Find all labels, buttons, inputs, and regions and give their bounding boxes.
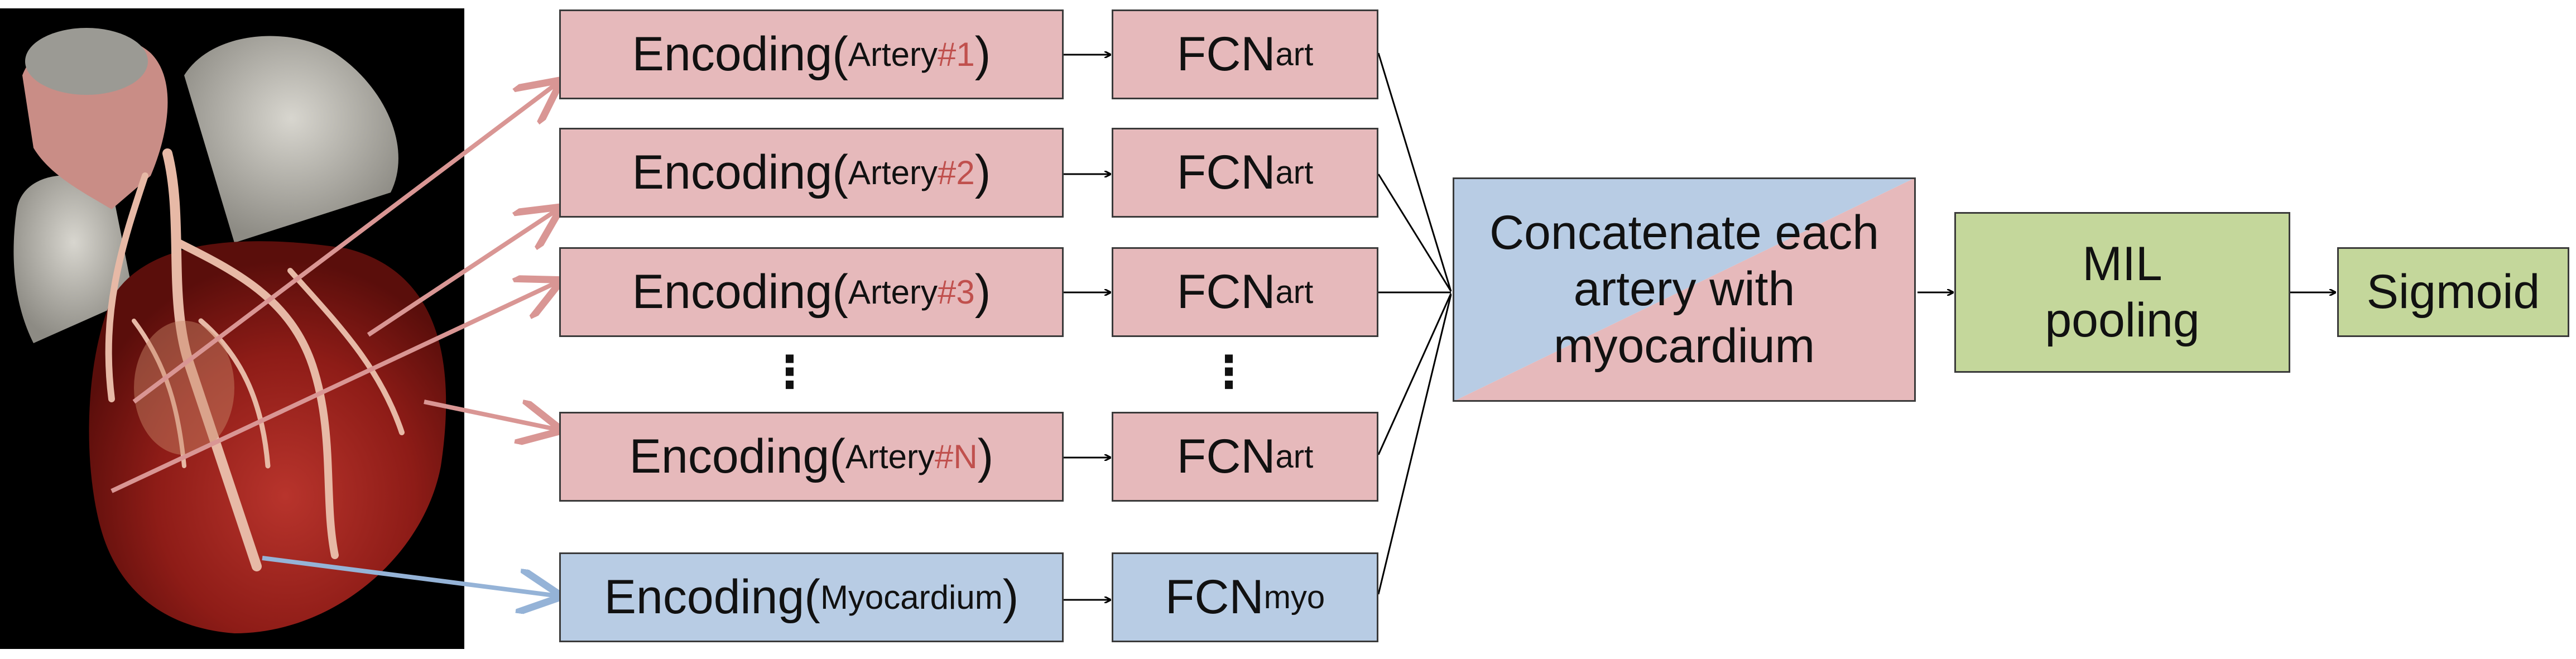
encoder-prefix: Encoding(: [629, 430, 845, 483]
encoder-ellipsis: ⋮: [767, 347, 812, 397]
fcn-base: FCN: [1176, 146, 1276, 199]
artery-index: #1: [937, 36, 975, 73]
sigmoid-label: Sigmoid: [2366, 264, 2540, 319]
encoder-myocardium: Encoding(Myocardium): [559, 552, 1064, 642]
artery-index: #2: [937, 154, 975, 191]
heart-illustration: [13, 28, 446, 633]
encoder-to-fcn-arrows: [1064, 55, 1111, 600]
encoder-suffix: ): [974, 27, 991, 81]
fcn-subscript: art: [1275, 155, 1314, 191]
arrow-artery-2: [367, 209, 558, 337]
encoder-suffix: ): [974, 265, 991, 319]
fcn-base: FCN: [1176, 27, 1276, 81]
encoder-label: Artery: [848, 36, 938, 73]
line-fcn2-concat: [1377, 174, 1452, 292]
heart-ct-render: [0, 8, 464, 649]
fcn-subscript: myo: [1263, 579, 1325, 615]
fcn-base: FCN: [1165, 570, 1264, 624]
encoder-label: Myocardium: [820, 579, 1003, 616]
concatenate-box: Concatenate each artery with myocardium: [1453, 177, 1916, 402]
encoder-artery-1: Encoding(Artery #1): [559, 9, 1064, 99]
concat-line-2: artery with: [1573, 262, 1795, 316]
encoder-prefix: Encoding(: [604, 570, 820, 624]
arrow-artery-n: [424, 400, 558, 430]
encoder-prefix: Encoding(: [632, 265, 848, 319]
line-fcn1-concat: [1377, 52, 1452, 292]
encoder-suffix: ): [974, 146, 991, 199]
encoder-label: Artery: [848, 154, 938, 191]
encoder-artery-3: Encoding(Artery #3): [559, 247, 1064, 337]
fcn-base: FCN: [1176, 265, 1276, 319]
fcn-subscript: art: [1275, 274, 1314, 310]
encoder-suffix: ): [1002, 570, 1019, 624]
artery-index: #3: [937, 273, 975, 311]
mil-line-1: MIL: [2082, 237, 2162, 291]
artery-arrows: [110, 83, 558, 493]
artery-index: #N: [934, 438, 978, 475]
sigmoid-box: Sigmoid: [2337, 247, 2569, 337]
encoder-label: Artery: [845, 438, 935, 475]
fcn-subscript: art: [1275, 439, 1314, 475]
arrow-artery-1: [132, 83, 558, 404]
concat-box-fill: [1453, 177, 1916, 402]
encoder-prefix: Encoding(: [632, 27, 848, 81]
fcn-ellipsis: ⋮: [1207, 347, 1251, 397]
concat-line-1: Concatenate each: [1489, 205, 1880, 259]
encoder-suffix: ): [977, 430, 994, 483]
mil-line-2: pooling: [2045, 294, 2200, 347]
encoder-label: Artery: [848, 273, 938, 311]
line-fcnn-concat: [1377, 293, 1452, 455]
arrow-myocardium: [262, 556, 558, 596]
fcn-to-concat-lines: [1377, 52, 1452, 595]
concat-line-3: myocardium: [1553, 319, 1815, 373]
encoder-prefix: Encoding(: [632, 146, 848, 199]
arrow-artery-3: [110, 282, 558, 493]
line-fcnmyo-concat: [1377, 294, 1452, 595]
mil-pooling-box: MIL pooling: [1954, 212, 2290, 373]
encoder-artery-2: Encoding(Artery #2): [559, 128, 1064, 218]
encoder-artery-n: Encoding(Artery #N): [559, 412, 1064, 502]
fcn-base: FCN: [1176, 430, 1276, 483]
fcn-subscript: art: [1275, 36, 1314, 73]
